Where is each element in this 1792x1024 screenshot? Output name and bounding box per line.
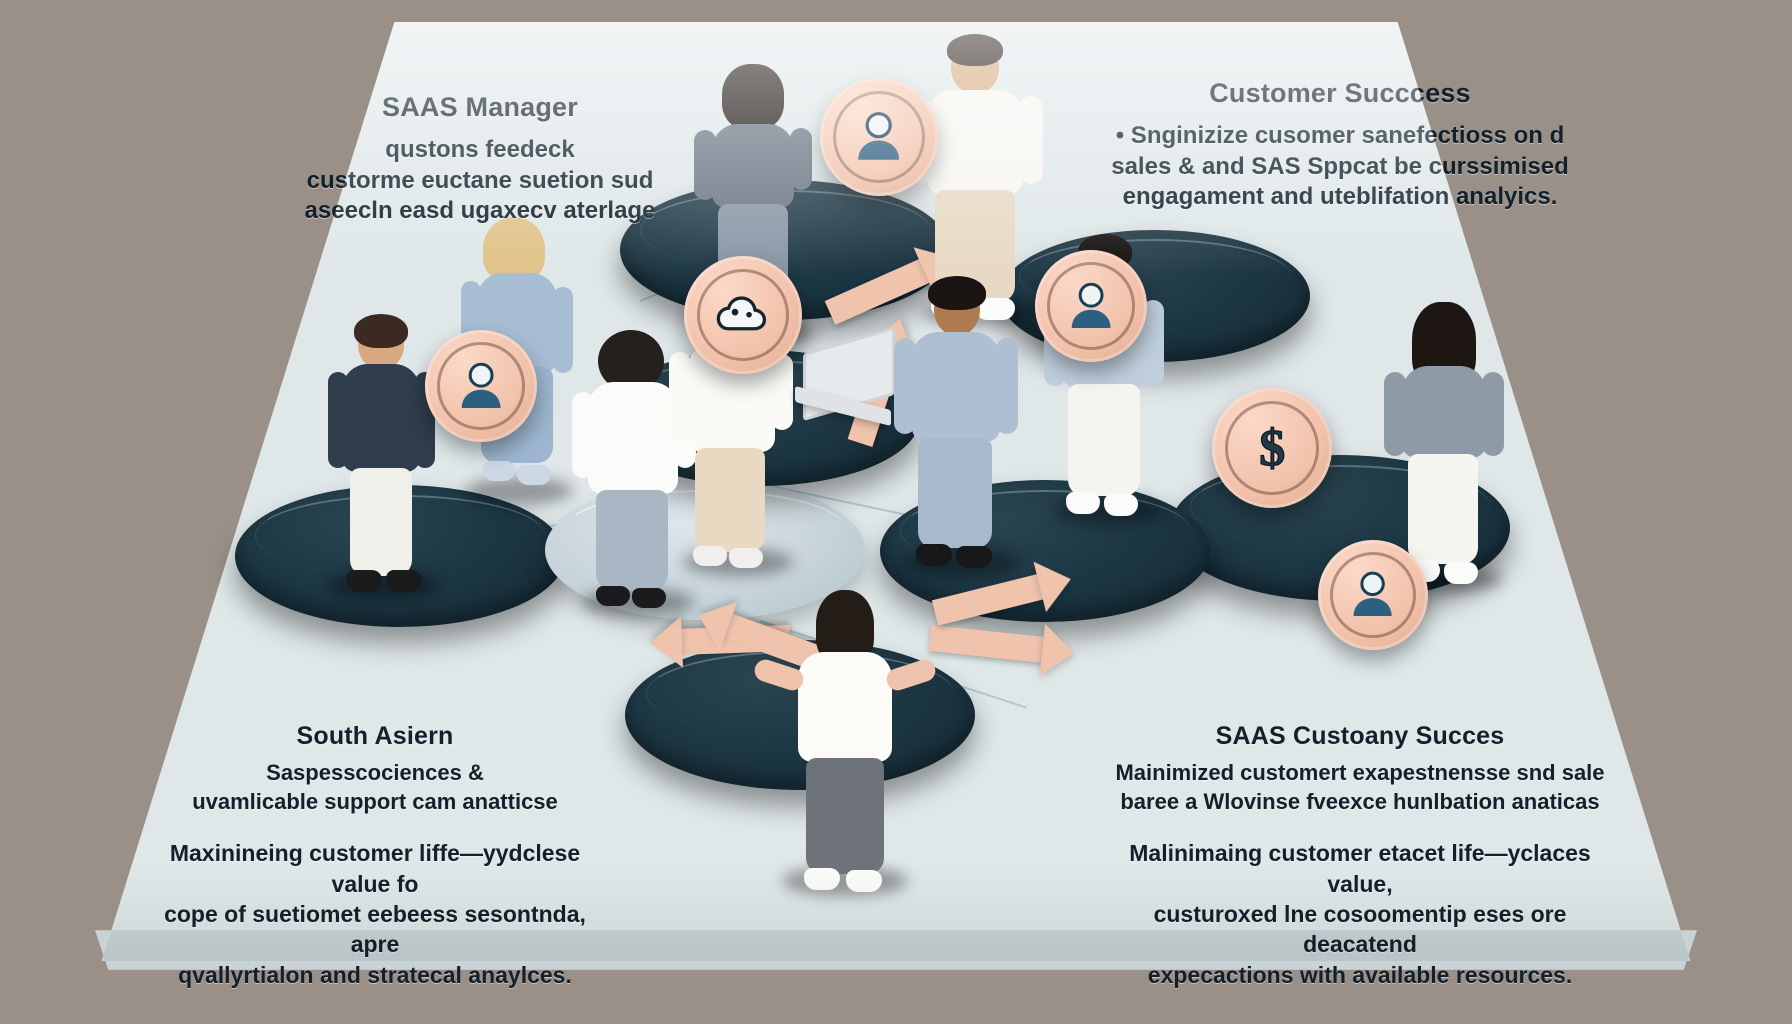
person-icon	[858, 112, 900, 161]
annotation-bottom-left: South Asiern Saspesscociences & uvamlica…	[140, 722, 610, 990]
badge-person-right[interactable]	[1318, 540, 1428, 650]
annotation-bottom-left-line-1: Saspesscociences &	[266, 760, 484, 785]
badge-dollar[interactable]: $	[1212, 388, 1332, 508]
laptop-icon	[795, 326, 905, 430]
annotation-top-right-line-1: • Snginizize cusomer sanefectioss on d	[1115, 122, 1565, 149]
annotation-bottom-right-para-2: custuroxed lne cosoomentip eses ore deac…	[1153, 900, 1567, 958]
svg-text:$: $	[1259, 420, 1285, 477]
annotation-top-left-line-1: qustons feedeck	[385, 136, 575, 163]
annotation-bottom-left-line-2: uvamlicable support cam anatticse	[192, 788, 558, 814]
badge-person-left[interactable]	[425, 330, 537, 442]
annotation-bottom-right-para-1: Malinimaing customer etacet life—yclaces…	[1129, 840, 1591, 897]
annotation-bottom-left-title: South Asiern	[296, 722, 454, 750]
person-icon	[1071, 282, 1111, 328]
annotation-bottom-right-line-2: baree a Wlovinse fveexce hunlbation anat…	[1120, 788, 1600, 814]
annotation-top-left-title: SAAS Manager	[382, 92, 578, 122]
badge-cloud[interactable]	[684, 256, 802, 374]
annotation-top-right-line-3: engagament and uteblifation analyics.	[1122, 183, 1558, 211]
person-icon	[1353, 572, 1393, 617]
annotation-bottom-left-para-3: qvallyrtialon and stratecal anaylces.	[178, 961, 572, 988]
annotation-bottom-right: SAAS Custoany Succes Mainimized customer…	[1110, 722, 1610, 990]
annotation-bottom-left-para-2: cope of suetiomet eebeess sesontnda, apr…	[164, 900, 586, 958]
annotation-top-right-title: Customer Succcess	[1209, 78, 1471, 108]
annotation-bottom-right-title: SAAS Custoany Succes	[1215, 722, 1505, 750]
annotation-bottom-right-para-3: expecactions with available resources.	[1147, 961, 1573, 988]
badge-person-center-right[interactable]	[1035, 250, 1147, 362]
annotation-top-right: Customer Succcess • Snginizize cusomer s…	[1100, 78, 1580, 213]
figure-front-coordinator	[751, 590, 939, 910]
annotation-top-left-line-3: aseecln easd ugaxecv aterlage	[304, 197, 656, 225]
dollar-icon: $	[1258, 419, 1285, 477]
annotation-bottom-left-para-1: Maxinineing customer liffe—yydclese valu…	[169, 840, 581, 897]
person-icon	[461, 362, 501, 408]
cloud-icon	[717, 296, 767, 331]
annotation-top-left: SAAS Manager qustons feedeck custorme eu…	[270, 92, 690, 227]
annotation-bottom-right-line-1: Mainimized customert exapestnensse snd s…	[1115, 760, 1605, 785]
annotation-top-right-line-2: sales & and SAS Sppcat be curssimised	[1111, 152, 1569, 180]
badge-person-top[interactable]	[820, 78, 938, 196]
annotation-top-left-line-2: custorme euctane suetion sud	[306, 166, 654, 194]
figure-center-consultant	[890, 276, 1035, 590]
